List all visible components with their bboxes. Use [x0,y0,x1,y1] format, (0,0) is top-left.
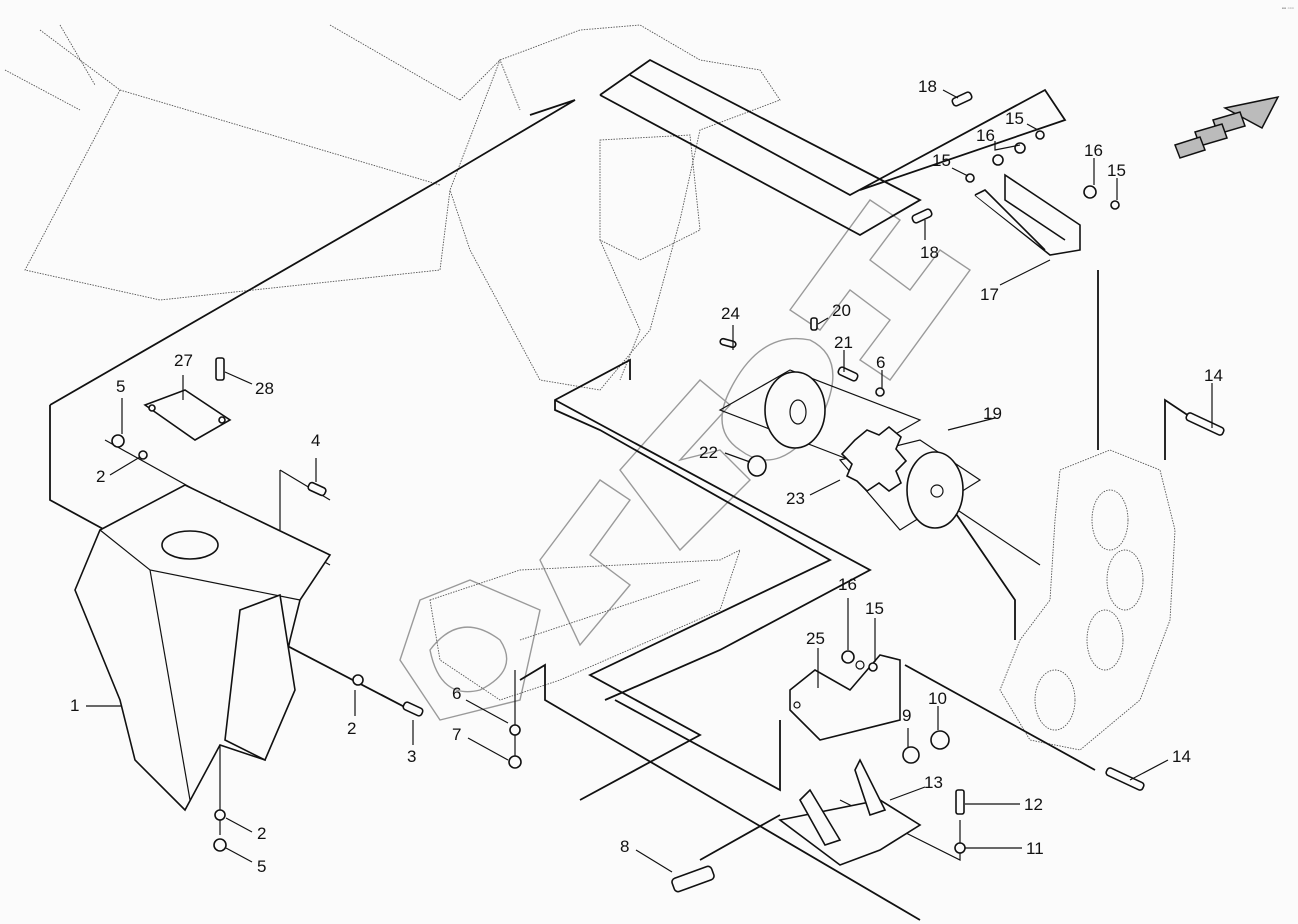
callout-11: 11 [1026,839,1044,858]
callout-12: 12 [1024,795,1043,814]
callout-18: 18 [920,243,939,262]
callout-23: 23 [786,489,805,508]
callout-5: 5 [257,857,267,876]
callout-7: 7 [452,725,462,744]
callout-15: 15 [1107,161,1126,180]
callout-19: 19 [983,404,1002,423]
callout-25: 25 [806,629,825,648]
callout-22: 22 [699,443,718,462]
callout-17: 17 [980,285,999,304]
part-cover-shield [74,484,332,812]
callout-15: 15 [865,599,884,618]
part-mounting-bracket [778,758,922,866]
callout-15: 15 [932,151,951,170]
part-cover-plate [143,389,232,441]
callout-4: 4 [311,431,321,450]
corner-mark: ▪▪ ▫▫▫ [1281,6,1294,12]
callout-21: 21 [834,333,853,352]
callout-14: 14 [1172,747,1191,766]
fasteners [111,91,1225,893]
callout-18: 18 [918,77,937,96]
forward-arrow-icon [1174,95,1280,159]
assembly-lines [49,58,1196,921]
callout-2: 2 [257,824,267,843]
background-chassis [4,24,1176,751]
callout-20: 20 [832,301,851,320]
part-coupling-hub [718,369,982,531]
callout-13: 13 [924,773,943,792]
callout-10: 10 [928,689,947,708]
callout-5: 5 [116,377,126,396]
callout-28: 28 [255,379,274,398]
callout-6: 6 [452,684,462,703]
callout-16: 16 [976,126,995,145]
callout-leaders [86,89,1213,873]
callout-16: 16 [838,575,857,594]
callout-16: 16 [1084,141,1103,160]
callout-2: 2 [347,719,357,738]
callout-8: 8 [620,837,630,856]
callout-3: 3 [407,747,417,766]
callout-9: 9 [902,706,912,725]
watermark-logo [399,199,971,721]
callout-24: 24 [721,304,740,323]
part-strap-bracket [974,173,1081,256]
callout-27: 27 [174,351,193,370]
part-support-bracket [789,654,901,741]
callout-2: 2 [96,467,106,486]
callout-6: 6 [876,353,886,372]
callout-14: 14 [1204,366,1223,385]
callout-15: 15 [1005,109,1024,128]
callout-1: 1 [70,696,80,715]
